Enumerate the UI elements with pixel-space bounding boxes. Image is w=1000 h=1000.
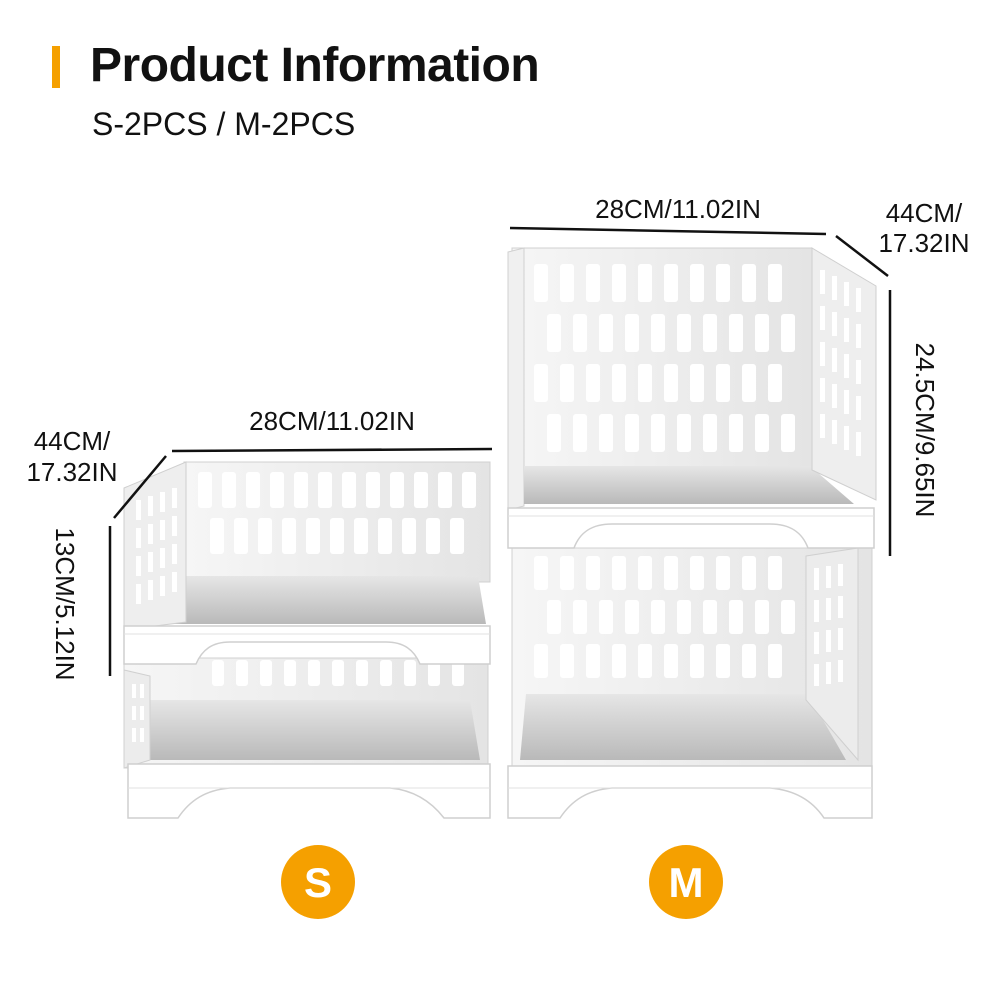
medium-base <box>507 765 873 819</box>
size-badge-m-circle <box>649 845 723 919</box>
small-upper-side-slots <box>136 488 177 604</box>
small-dimension-lines <box>108 447 493 676</box>
small-organizer <box>123 461 491 819</box>
medium-upper-back-slots <box>534 264 795 452</box>
small-depth-line <box>113 455 167 519</box>
small-upper-floor <box>150 576 486 624</box>
medium-organizer <box>507 247 877 819</box>
medium-depth-label-line1: 44CM/ <box>886 198 963 228</box>
size-badge-s: S <box>281 845 355 919</box>
title-accent-bar <box>52 46 60 88</box>
medium-width-label: 28CM/11.02IN <box>595 194 761 224</box>
size-badge-m: M <box>649 845 723 919</box>
small-upper-back-slots <box>198 472 476 554</box>
medium-dimension-lines <box>509 226 892 556</box>
medium-lower-tier <box>507 547 873 819</box>
page-title: Product Information <box>90 39 540 92</box>
small-width-label: 28CM/11.02IN <box>249 406 415 436</box>
small-base <box>127 763 491 819</box>
size-badge-s-circle <box>281 845 355 919</box>
medium-upper-floor <box>524 466 854 504</box>
small-lower-back-slots <box>212 660 464 686</box>
small-depth-label-line1: 44CM/ <box>34 426 111 456</box>
size-badge-s-label: S <box>304 859 332 906</box>
small-lower-side-slots <box>132 684 144 742</box>
small-lower-floor <box>140 700 480 760</box>
small-lower-tier <box>123 657 491 819</box>
small-upper-tier <box>123 461 491 665</box>
medium-upper-tier <box>507 247 877 549</box>
medium-upper-front-rail <box>507 507 875 549</box>
size-badge-m-label: M <box>669 859 704 906</box>
page-subtitle: S-2PCS / M-2PCS <box>92 106 356 142</box>
medium-depth-line <box>835 235 889 277</box>
medium-lower-back-slots <box>534 556 795 678</box>
medium-upper-side-slots <box>820 270 861 456</box>
medium-lower-floor <box>520 694 846 760</box>
medium-height-label: 24.5CM/9.65IN <box>910 343 940 518</box>
medium-width-line <box>509 226 827 236</box>
small-height-label: 13CM/5.12IN <box>50 527 80 680</box>
small-upper-front-rail <box>123 625 491 665</box>
small-depth-label-line2: 17.32IN <box>26 457 117 487</box>
small-width-line <box>171 447 493 453</box>
medium-depth-label-line2: 17.32IN <box>878 228 969 258</box>
medium-lower-side-slots <box>814 564 843 686</box>
